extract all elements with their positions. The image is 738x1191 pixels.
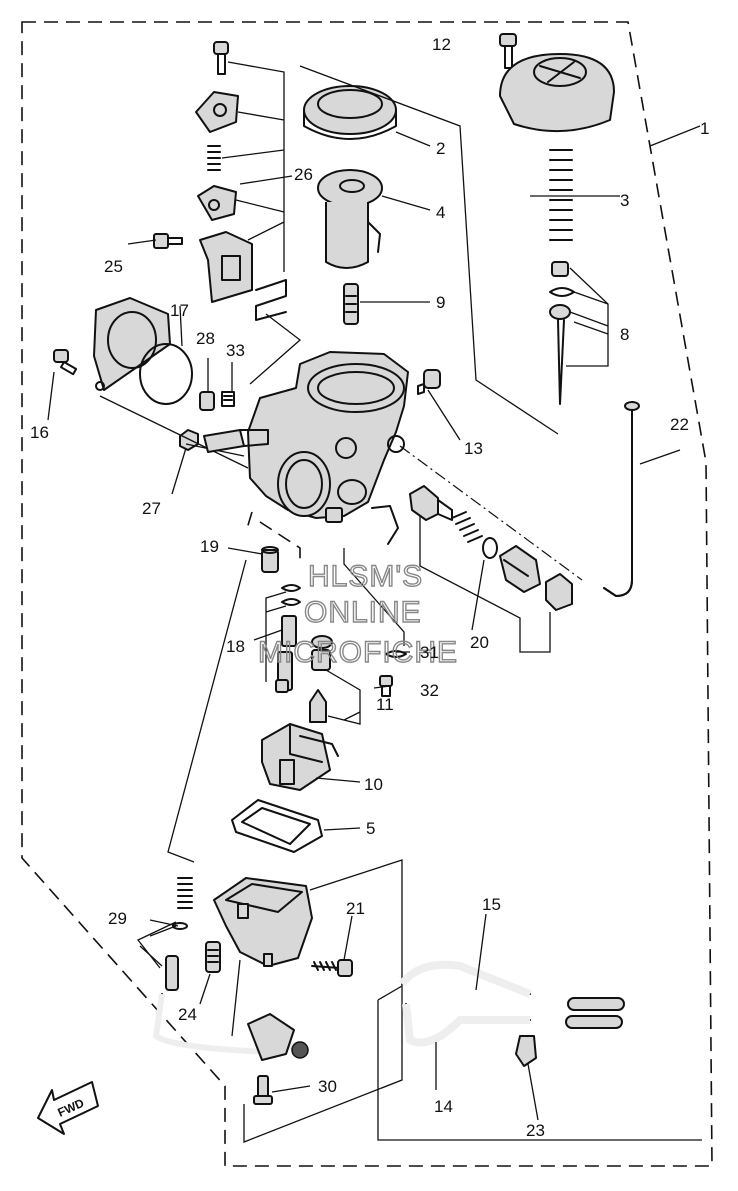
- float-bowl-part: [213, 877, 313, 967]
- valve-seat-parts: [309, 635, 333, 723]
- fitting-part: [417, 369, 441, 395]
- watermark: HLSM'S ONLINE MICROFICHE: [257, 559, 458, 669]
- callout-20: 20: [470, 633, 489, 652]
- screw-part: [499, 33, 517, 69]
- top-cover-part: [499, 53, 615, 133]
- callout-19: 19: [200, 537, 219, 556]
- callout-3: 3: [620, 191, 629, 210]
- washer-part: [385, 650, 407, 658]
- callout-14: 14: [434, 1097, 453, 1116]
- callout-30: 30: [318, 1077, 337, 1096]
- callout-5: 5: [366, 819, 375, 838]
- callout-21: 21: [346, 899, 365, 918]
- washer-part: [172, 922, 188, 930]
- callout-27: 27: [142, 499, 161, 518]
- spring-part: [177, 877, 193, 909]
- sensor-bracket-part: [199, 231, 253, 303]
- callout-8: 8: [620, 325, 629, 344]
- plate-part: [197, 185, 237, 221]
- breather-hose-part: [402, 1003, 623, 1047]
- jet-holder-parts: [275, 584, 301, 693]
- callout-33: 33: [226, 341, 245, 360]
- callout-28: 28: [196, 329, 215, 348]
- callout-1: 1: [700, 119, 709, 138]
- piston-valve-part: [317, 169, 383, 269]
- needle-jet-part: [343, 283, 359, 325]
- watermark-line-2: ONLINE: [304, 596, 422, 629]
- watermark-line-3: MICROFICHE: [258, 636, 458, 669]
- callout-13: 13: [464, 439, 483, 458]
- main-spring-part: [549, 149, 573, 241]
- overflow-hose-part: [398, 960, 625, 1011]
- needle-parts: [549, 261, 575, 405]
- watermark-line-1: HLSM'S: [308, 560, 423, 593]
- callout-4: 4: [436, 203, 445, 222]
- small-spring-part: [207, 145, 221, 171]
- float-part: [261, 723, 339, 791]
- screw-part: [253, 1075, 273, 1105]
- small-screw-part: [221, 391, 235, 407]
- drain-hose-part: [152, 993, 309, 1061]
- callout-32: 32: [420, 681, 439, 700]
- callout-12: 12: [432, 35, 451, 54]
- forward-arrow-icon: FWD: [37, 1081, 99, 1135]
- callout-10: 10: [364, 775, 383, 794]
- callout-2: 2: [436, 139, 445, 158]
- cap-part: [545, 573, 573, 611]
- gasket-part: [93, 297, 193, 405]
- screw-part: [213, 41, 229, 75]
- callout-9: 9: [436, 293, 445, 312]
- callout-11: 11: [376, 695, 394, 714]
- plug-part: [199, 391, 215, 411]
- pilot-screw-part: [409, 485, 453, 521]
- callout-26: 26: [294, 165, 313, 184]
- pilot-body-part: [499, 545, 541, 593]
- hose-clip-part: [515, 1035, 537, 1067]
- callout-15: 15: [482, 895, 501, 914]
- bowl-gasket-part: [231, 799, 323, 853]
- drain-fitting-part: [205, 941, 221, 973]
- throttle-cover-part: [195, 91, 239, 133]
- callout-22: 22: [670, 415, 689, 434]
- callout-25: 25: [104, 257, 123, 276]
- o-ring-part: [482, 537, 498, 559]
- diaphragm-part: [303, 85, 397, 140]
- bolt-part: [153, 233, 183, 249]
- drain-screw-part: [311, 959, 353, 977]
- hose-fitting-part: [165, 955, 179, 991]
- callout-17: 17: [170, 301, 189, 320]
- carburetor-body-part: [203, 351, 409, 545]
- screw-part: [53, 349, 78, 376]
- callout-18: 18: [226, 637, 245, 656]
- fwd-label: FWD: [56, 1096, 87, 1120]
- drain-plug-part: [261, 546, 279, 573]
- callout-29: 29: [108, 909, 127, 928]
- callout-24: 24: [178, 1005, 197, 1024]
- callout-16: 16: [30, 423, 49, 442]
- assembly-boundary: [21, 21, 713, 1167]
- callout-23: 23: [526, 1121, 545, 1140]
- pilot-spring-part: [451, 511, 483, 543]
- vent-hose-part: [603, 401, 640, 597]
- callout-31: 31: [420, 643, 439, 662]
